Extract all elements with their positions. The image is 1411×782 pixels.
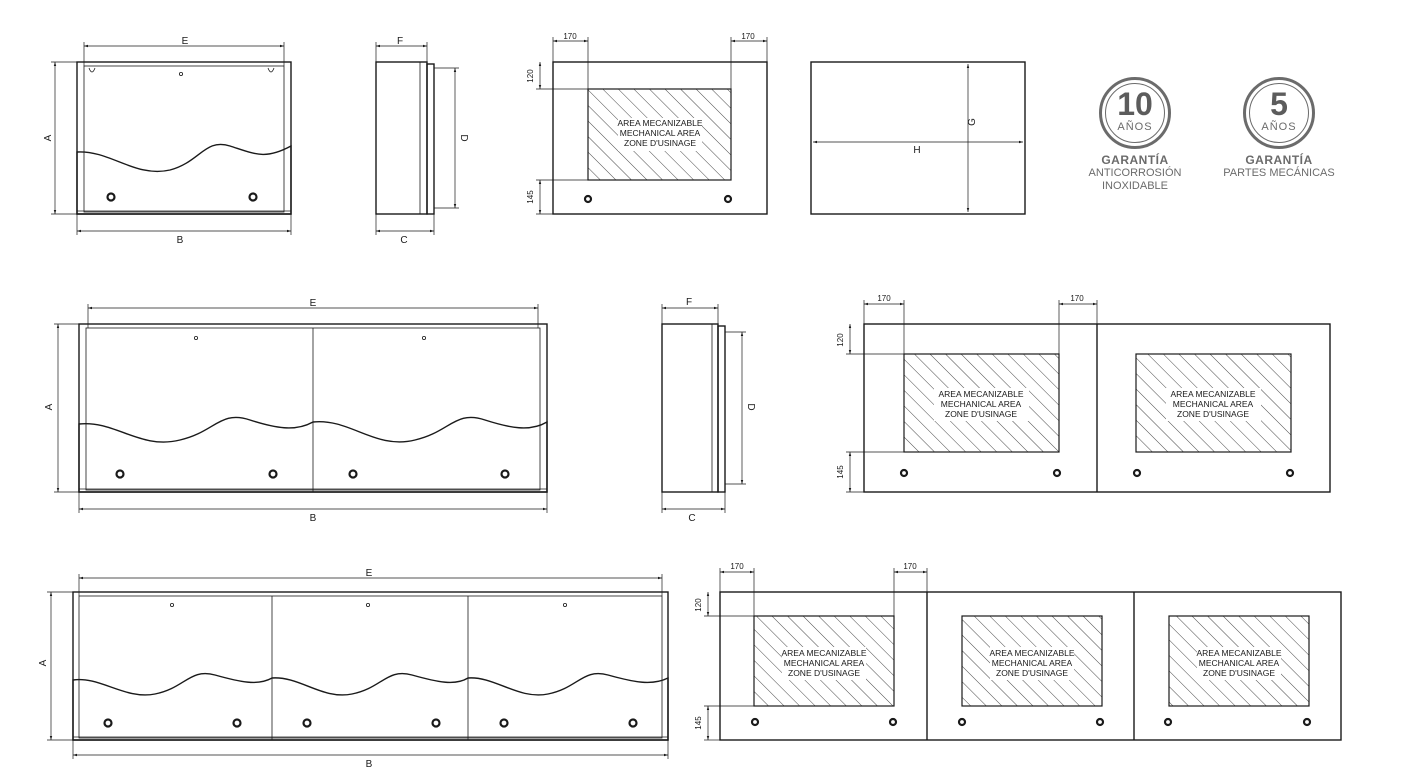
badge-unit: AÑOS	[1117, 121, 1153, 133]
dimension-label: B	[310, 513, 317, 524]
badge-unit: AÑOS	[1261, 121, 1297, 133]
mounting-hole-icon	[1095, 717, 1105, 727]
mechanical-area-label: AREA MECANIZABLE	[617, 118, 702, 128]
mechanical-area-label: AREA MECANIZABLE	[1170, 389, 1255, 399]
mounting-hole-icon	[106, 192, 116, 202]
warranty-seal-icon: 5 AÑOS	[1243, 77, 1315, 149]
mechanical-area-label: AREA MECANIZABLE	[989, 648, 1074, 658]
dimension-label: E	[366, 568, 373, 579]
mechanical-area-label: AREA MECANIZABLE	[1196, 648, 1281, 658]
mounting-hole-icon	[248, 192, 258, 202]
side-view-double: F D C	[661, 297, 756, 524]
front-view-double: E A B	[44, 298, 548, 524]
mounting-hole-icon	[499, 718, 509, 728]
front-view-single: E A B	[43, 36, 292, 246]
dim-label-g: G	[967, 118, 978, 126]
mechanical-area-label: MECHANICAL AREA	[1173, 399, 1254, 409]
side-view-single: F D C	[375, 36, 469, 246]
machinable-area-view-triple: AREA MECANIZABLE MECHANICAL AREA ZONE D'…	[694, 562, 1342, 741]
dim-label-c: C	[400, 235, 407, 246]
mounting-hole-icon	[115, 469, 125, 479]
dimension-label: 170	[877, 294, 891, 303]
dimension-label: D	[745, 403, 756, 410]
back-view-single: H G	[810, 61, 1026, 215]
mechanical-area-label: ZONE D'USINAGE	[788, 668, 860, 678]
mechanical-area-label: AREA MECANIZABLE	[781, 648, 866, 658]
badge-title: GARANTÍA	[1101, 153, 1169, 167]
dimension-label: 170	[563, 32, 577, 41]
warranty-badge-5-years: 5 AÑOS GARANTÍA PARTES MECÁNICAS	[1214, 77, 1344, 180]
mounting-hole-icon	[500, 469, 510, 479]
mechanical-area-label: AREA MECANIZABLE	[938, 389, 1023, 399]
mechanical-area-label: ZONE D'USINAGE	[1203, 668, 1275, 678]
mechanical-area-label: MECHANICAL AREA	[1199, 658, 1280, 668]
mounting-hole-icon	[1302, 717, 1312, 727]
dimension-label: 145	[836, 465, 845, 479]
dim-label-f: F	[397, 36, 403, 47]
mechanical-area-label: ZONE D'USINAGE	[624, 138, 696, 148]
mounting-hole-icon	[628, 718, 638, 728]
badge-line1: PARTES MECÁNICAS	[1223, 167, 1335, 179]
dimension-label: 170	[741, 32, 755, 41]
dimension-label: 170	[903, 562, 917, 571]
dimension-label: B	[366, 759, 373, 770]
dim-label-h: H	[913, 145, 920, 156]
dimension-label: 145	[694, 716, 703, 730]
dimension-label: 170	[730, 562, 744, 571]
mounting-hole-icon	[899, 468, 909, 478]
mechanical-area-label: MECHANICAL AREA	[941, 399, 1022, 409]
warranty-seal-icon: 10 AÑOS	[1099, 77, 1171, 149]
mounting-hole-icon	[888, 717, 898, 727]
badge-line2: INOXIDABLE	[1101, 180, 1169, 192]
warranty-badge-10-years: 10 AÑOS GARANTÍA ANTICORROSIÓN INOXIDABL…	[1070, 77, 1200, 193]
dim-label-d: D	[458, 134, 469, 141]
mounting-hole-icon	[302, 718, 312, 728]
mechanical-area-label: ZONE D'USINAGE	[996, 668, 1068, 678]
dimension-label: 120	[836, 333, 845, 347]
dimension-label: 120	[526, 69, 535, 83]
dimension-label: F	[686, 297, 692, 308]
mounting-hole-icon	[583, 194, 593, 204]
front-view-triple: E A B	[38, 568, 669, 770]
mounting-hole-icon	[1163, 717, 1173, 727]
badge-number: 5	[1270, 86, 1288, 122]
mechanical-area-label: ZONE D'USINAGE	[1177, 409, 1249, 419]
badge-number: 10	[1117, 86, 1153, 122]
badge-title: GARANTÍA	[1245, 153, 1313, 167]
dimension-label: 170	[1070, 294, 1084, 303]
mounting-hole-icon	[232, 718, 242, 728]
mounting-hole-icon	[957, 717, 967, 727]
mounting-hole-icon	[1285, 468, 1295, 478]
dimension-label: A	[44, 403, 55, 410]
mounting-hole-icon	[1132, 468, 1142, 478]
machinable-area-view-double: AREA MECANIZABLE MECHANICAL AREA ZONE D'…	[836, 294, 1331, 493]
mounting-hole-icon	[268, 469, 278, 479]
dimension-label: 145	[526, 190, 535, 204]
dim-label-a: A	[43, 134, 54, 141]
mechanical-area-label: MECHANICAL AREA	[620, 128, 701, 138]
mounting-hole-icon	[431, 718, 441, 728]
dim-label-b: B	[177, 235, 184, 246]
badge-line1: ANTICORROSIÓN	[1088, 167, 1182, 179]
dimension-label: E	[310, 298, 317, 309]
mounting-hole-icon	[103, 718, 113, 728]
dimension-label: C	[688, 513, 695, 524]
mounting-hole-icon	[348, 469, 358, 479]
machinable-area-view-single: AREA MECANIZABLE MECHANICAL AREA ZONE D'…	[526, 32, 768, 215]
mounting-hole-icon	[750, 717, 760, 727]
mounting-hole-icon	[723, 194, 733, 204]
mechanical-area-label: MECHANICAL AREA	[992, 658, 1073, 668]
mechanical-area-label: ZONE D'USINAGE	[945, 409, 1017, 419]
dimension-label: 120	[694, 598, 703, 612]
mounting-hole-icon	[1052, 468, 1062, 478]
dimension-label: A	[38, 659, 49, 666]
dim-label-e: E	[182, 36, 189, 47]
mechanical-area-label: MECHANICAL AREA	[784, 658, 865, 668]
